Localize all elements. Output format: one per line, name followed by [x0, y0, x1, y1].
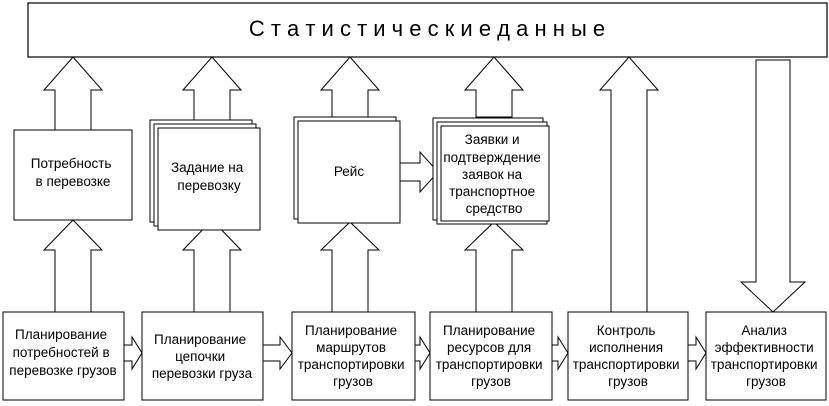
up-arrow-requests-to-banner	[463, 56, 525, 118]
right-arrow-trip-to-requests	[399, 150, 439, 194]
up-arrow-planning-needs	[42, 219, 104, 313]
right-arrow-bottom-2	[262, 335, 293, 371]
right-arrow-bottom-5	[687, 335, 707, 371]
right-arrow-bottom-1	[123, 335, 143, 371]
box-planning-needs	[2, 311, 125, 401]
up-arrow-need-to-banner	[42, 56, 104, 131]
box-requests	[440, 125, 550, 222]
box-requests-label: Заявки и подтверждение заявок на транспо…	[443, 132, 544, 216]
box-planning-chain-label: Планирование цепочки перевозки груза	[152, 332, 253, 381]
banner-title: С т а т и с т и ч е с к и е д а н н ы е	[249, 16, 605, 41]
box-transport-need-label: Потребность в перевозке	[31, 156, 115, 189]
box-assignment-label: Задание на перевозку	[171, 160, 247, 193]
statistics-banner	[27, 2, 828, 58]
box-efficiency-analysis-label: Анализ эффективности транспортировки гру…	[711, 323, 822, 389]
box-planning-needs-label: Планирование потребностей в перевозке гр…	[9, 327, 116, 378]
up-arrow-assignment-to-banner	[181, 56, 243, 121]
box-efficiency-analysis	[705, 311, 827, 401]
box-execution-control-label: Контроль исполнения транспортировки груз…	[573, 323, 684, 389]
box-execution-control	[567, 311, 689, 401]
down-arrow-banner-to-analysis	[739, 59, 807, 313]
up-arrow-trip-to-banner	[319, 56, 381, 118]
up-arrow-planning-resources	[463, 221, 525, 313]
right-arrow-bottom-3	[414, 335, 431, 371]
right-arrow-bottom-4	[551, 335, 569, 371]
box-planning-resources-label: Планирование ресурсов для транспортировк…	[436, 323, 547, 389]
up-arrow-planning-chain	[181, 219, 243, 313]
up-arrow-planning-routes	[319, 221, 381, 313]
box-assignment	[157, 127, 261, 231]
up-arrow-control-to-banner	[598, 56, 660, 313]
box-planning-routes-label: Планирование маршрутов транспортировки г…	[298, 323, 409, 389]
box-trip-label: Рейс	[334, 164, 364, 179]
box-planning-resources	[429, 311, 553, 401]
box-planning-chain	[141, 311, 264, 401]
box-trip	[297, 120, 401, 224]
box-transport-need	[13, 129, 133, 221]
box-planning-routes	[291, 311, 416, 401]
